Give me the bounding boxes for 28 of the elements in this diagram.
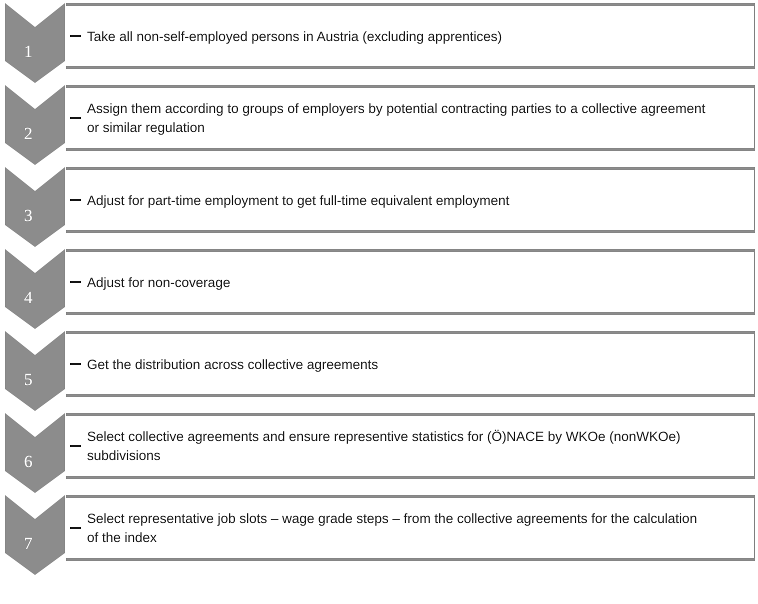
step-text: Get the distribution across collective agreements [87,356,380,374]
step-marker [5,495,65,575]
step-marker [5,85,65,165]
step-number: 4 [24,289,32,306]
step-number: 7 [24,535,32,552]
step-text: Select collective agreements and ensure representive statistics for (Ö)NACE by WKOe (nonWKOe) subdivisions [87,428,682,465]
step-text: Take all non-self-employed persons in Austria (excluding apprentices) [87,28,503,46]
step-box [66,413,755,479]
step-box [66,249,755,315]
step-number: 5 [24,371,32,388]
step-number: 6 [24,453,32,470]
step-number: 2 [24,125,32,142]
step-number: 3 [24,207,32,224]
step-box [66,167,755,233]
step-text: Assign them according to groups of employers by potential contracting parties to a collective agreement or similar regulation [87,100,706,137]
step-marker [5,331,65,411]
step-box [66,495,755,561]
step-number: 1 [24,43,32,60]
step-marker [5,249,65,329]
step-marker [5,413,65,493]
step-box [66,331,755,397]
step-box [66,85,755,151]
step-marker [5,3,65,83]
step-marker [5,167,65,247]
step-text: Select representative job slots – wage grade steps – from the collective agreements for the calculation of the index [87,510,698,547]
step-text: Adjust for non-coverage [87,274,232,292]
step-box [66,3,755,69]
step-text: Adjust for part-time employment to get full-time equivalent employment [87,192,510,210]
